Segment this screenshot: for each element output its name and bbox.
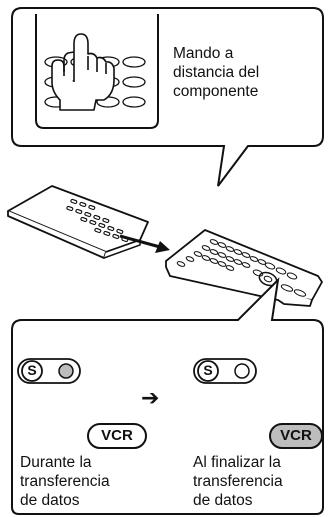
right-caption: Al finalizar la transferencia de datos: [193, 453, 325, 510]
caption-line: de datos: [20, 492, 80, 509]
top-caption: Mando a distancia del componente: [173, 44, 318, 101]
bottom-callout-bubble: [11, 277, 324, 515]
caption-line: Mando a: [173, 45, 234, 62]
caption-line: Al finalizar la: [193, 454, 281, 471]
caption-line: distancia del: [173, 64, 260, 81]
caption-line: Durante la: [20, 454, 92, 471]
slide-switch-icon: [193, 358, 257, 384]
switch-label: S: [27, 362, 37, 378]
vcr-button-label: VCR: [101, 427, 133, 444]
vcr-button-shape-active: [269, 423, 323, 449]
transfer-arrow-icon: [119, 234, 170, 253]
left-caption: Durante la transferencia de datos: [20, 453, 160, 510]
caption-line: transferencia: [20, 473, 110, 490]
indicator-led-icon: [58, 363, 74, 379]
vcr-button-shape: [87, 423, 147, 449]
hand-pointer-icon: [51, 33, 115, 111]
indicator-led-icon: [234, 363, 250, 379]
arrow-right-icon: ➔: [141, 386, 160, 411]
switch-label: S: [203, 362, 213, 378]
caption-line: de datos: [193, 492, 253, 509]
caption-line: transferencia: [193, 473, 283, 490]
small-remote-icon: [7, 185, 149, 259]
top-callout-bubble: [11, 7, 324, 187]
caption-line: componente: [173, 83, 259, 100]
large-remote-icon: [165, 229, 323, 307]
vcr-button-label: VCR: [280, 427, 312, 444]
slide-switch-icon: [17, 358, 81, 384]
